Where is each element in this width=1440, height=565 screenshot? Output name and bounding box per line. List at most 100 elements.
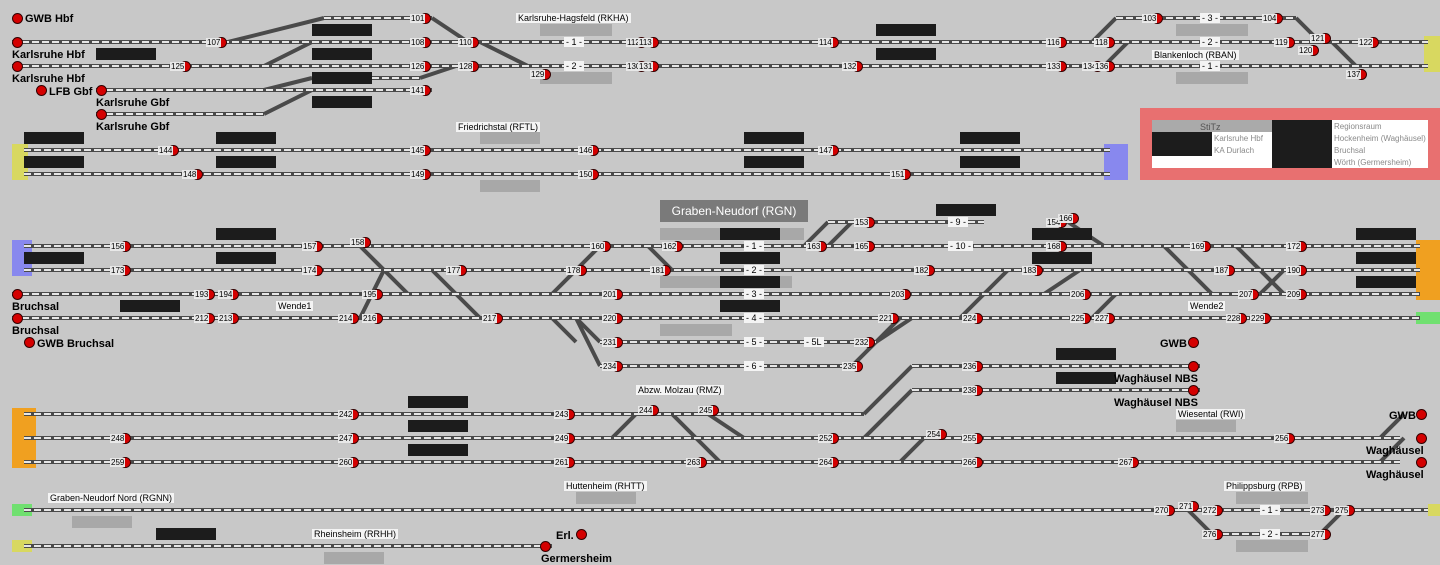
- signal-number-label: 181: [650, 266, 666, 275]
- signal-number-label: 272: [1202, 506, 1218, 515]
- signal-light[interactable]: [1188, 337, 1199, 348]
- signal-number-label: 121: [1310, 34, 1326, 43]
- station-label-blankenloch: Blankenloch (RBAN): [1152, 50, 1239, 60]
- signal-light[interactable]: [1416, 457, 1427, 468]
- signal-number-label: 252: [818, 434, 834, 443]
- station-label-huttenheim: Huttenheim (RHTT): [564, 481, 647, 491]
- track-number: - 5L: [804, 337, 824, 347]
- signal-number-label: 107: [206, 38, 222, 47]
- destination-germersheim: Germersheim: [541, 553, 612, 565]
- track-number: - 6 -: [744, 361, 765, 371]
- destination-gwb-bruchsal: GWB Bruchsal: [37, 338, 115, 350]
- signal-light[interactable]: [12, 13, 23, 24]
- edge-marker-yellow: [12, 540, 32, 552]
- signal-number-label: 232: [854, 338, 870, 347]
- signal-light[interactable]: [96, 85, 107, 96]
- signal-number-label: 259: [110, 458, 126, 467]
- stitz-left-entry[interactable]: KA Durlach: [1214, 146, 1255, 155]
- signal-number-label: 227: [1094, 314, 1110, 323]
- track-number: - 5 -: [744, 337, 765, 347]
- signal-number-label: 207: [1238, 290, 1254, 299]
- signal-number-label: 154: [1046, 218, 1062, 227]
- station-label-rheinsheim: Rheinsheim (RRHH): [312, 529, 399, 539]
- stitz-right-entry[interactable]: Bruchsal: [1334, 146, 1366, 155]
- signal-number-label: 145: [410, 146, 426, 155]
- signal-number-label: 116: [1046, 38, 1061, 47]
- signal-light[interactable]: [12, 37, 23, 48]
- signal-light[interactable]: [36, 85, 47, 96]
- signal-number-label: 126: [410, 62, 426, 71]
- signal-number-label: 271: [1178, 502, 1194, 511]
- signal-number-label: 244: [638, 406, 654, 415]
- signal-number-label: 216: [362, 314, 378, 323]
- signal-number-label: 277: [1310, 530, 1326, 539]
- signal-number-label: 214: [338, 314, 354, 323]
- signal-number-label: 183: [1022, 266, 1038, 275]
- signal-number-label: 122: [1358, 38, 1374, 47]
- signal-number-label: 221: [878, 314, 894, 323]
- edge-marker-yellow: [1424, 36, 1440, 72]
- signal-number-label: 130: [626, 62, 642, 71]
- stitz-right-entry[interactable]: Wörth (Germersheim): [1334, 158, 1412, 167]
- signal-number-label: 231: [602, 338, 618, 347]
- signal-light[interactable]: [24, 337, 35, 348]
- signal-number-label: 108: [410, 38, 426, 47]
- signal-light[interactable]: [12, 289, 23, 300]
- signal-number-label: 261: [554, 458, 570, 467]
- signal-light[interactable]: [540, 541, 551, 552]
- edge-marker-green: [12, 504, 32, 516]
- signal-light[interactable]: [1188, 361, 1199, 372]
- signal-number-label: 150: [578, 170, 594, 179]
- signal-number-label: 134: [1082, 62, 1098, 71]
- destination-karlsruhe-hbf: Karlsruhe Hbf: [12, 73, 85, 85]
- signal-light[interactable]: [576, 529, 587, 540]
- destination-bruchsal: Bruchsal: [12, 301, 60, 313]
- signal-number-label: 128: [458, 62, 474, 71]
- signal-number-label: 156: [110, 242, 126, 251]
- track-number: - 1 -: [744, 241, 765, 251]
- stitz-left-entry[interactable]: Karlsruhe Hbf: [1214, 134, 1263, 143]
- train-number-displays[interactable]: [24, 24, 1416, 540]
- station-label-graben-neudorf-nord: Graben-Neudorf Nord (RGNN): [48, 493, 175, 503]
- signal-number-label: 151: [890, 170, 906, 179]
- signal-number-label: 266: [962, 458, 978, 467]
- signal-light[interactable]: [1188, 385, 1199, 396]
- signal-number-label: 187: [1214, 266, 1230, 275]
- track-number: - 10 -: [948, 241, 974, 251]
- destination-waghaeusel-nbs: Waghäusel NBS: [1114, 397, 1198, 409]
- signal-number-label: 190: [1286, 266, 1302, 275]
- signal-number-label: 104: [1262, 14, 1278, 23]
- signal-number-label: 162: [662, 242, 678, 251]
- stitz-title: StiTz: [1200, 122, 1221, 132]
- signal-light[interactable]: [12, 61, 23, 72]
- signal-number-label: 141: [410, 86, 426, 95]
- signal-number-label: 146: [578, 146, 594, 155]
- signal-light[interactable]: [1416, 409, 1427, 420]
- signal-number-label: 157: [302, 242, 318, 251]
- signal-number-label: 236: [962, 362, 978, 371]
- signal-number-label: 245: [698, 406, 714, 415]
- signal-number-label: 133: [1046, 62, 1062, 71]
- signal-number-label: 160: [590, 242, 606, 251]
- signal-number-label: 256: [1274, 434, 1290, 443]
- signal-light[interactable]: [1416, 433, 1427, 444]
- signal-number-label: 229: [1250, 314, 1266, 323]
- signal-number-label: 254: [926, 430, 942, 439]
- signal-number-label: 114: [818, 38, 833, 47]
- stitz-right-entry[interactable]: Regionsraum: [1334, 122, 1382, 131]
- signal-number-label: 209: [1286, 290, 1302, 299]
- edge-marker-yellow: [1428, 504, 1440, 516]
- signal-number-label: 168: [1046, 242, 1062, 251]
- signal-number-label: 149: [410, 170, 426, 179]
- signal-light[interactable]: [12, 313, 23, 324]
- track-number: - 2 -: [1200, 37, 1221, 47]
- signal-number-label: 137: [1346, 70, 1362, 79]
- signal-number-label: 195: [362, 290, 378, 299]
- destination-waghaeusel-nbs: Waghäusel NBS: [1114, 373, 1198, 385]
- signal-number-label: 182: [914, 266, 930, 275]
- signal-number-label: 103: [1142, 14, 1158, 23]
- signal-light[interactable]: [96, 109, 107, 120]
- stitz-right-entry[interactable]: Hockenheim (Waghäusel): [1334, 134, 1426, 143]
- signal-number-label: 119: [1274, 38, 1289, 47]
- wende-label: Wende1: [276, 301, 314, 311]
